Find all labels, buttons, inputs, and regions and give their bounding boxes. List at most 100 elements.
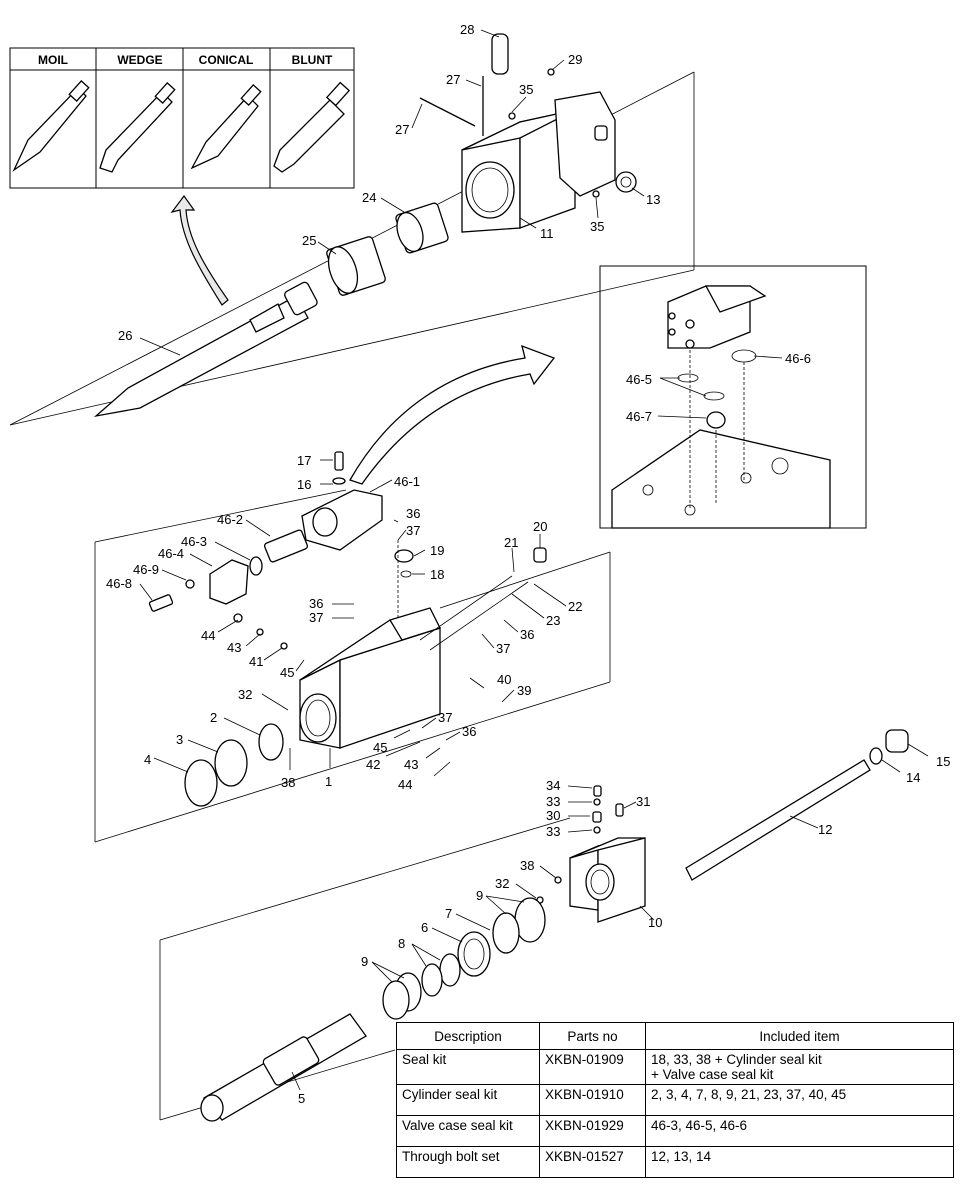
tip-header-wedge: WEDGE [117,53,162,67]
callout-8: 8 [398,936,405,951]
row-included: 46-3, 46-5, 46-6 [645,1115,954,1147]
callout-27: 27 [395,122,409,137]
callout-31: 31 [636,794,650,809]
callout-27: 27 [446,72,460,87]
kit-parts-table: Description Parts no Included item Seal … [396,1022,954,1178]
callout-36: 36 [462,724,476,739]
callout-37: 37 [406,523,420,538]
callout-42: 42 [366,757,380,772]
conical-chisel-drawing [190,84,262,170]
callout-3: 3 [176,732,183,747]
callout-23: 23 [546,613,560,628]
callout-44: 44 [398,777,412,792]
callout-33: 33 [546,794,560,809]
callout-41: 41 [249,654,263,669]
table-row: Seal kit XKBN-01909 18, 33, 38 + Cylinde… [396,1049,954,1085]
tip-reference-arrow [170,194,229,306]
callout-37: 37 [438,710,452,725]
header-included-item: Included item [645,1022,954,1050]
callout-22: 22 [568,599,582,614]
tip-header-conical: CONICAL [199,53,254,67]
callout-46-5: 46-5 [626,372,652,387]
callout-1: 1 [325,774,332,789]
callout-38: 38 [281,775,295,790]
callout-24: 24 [362,190,376,205]
callout-32: 32 [495,876,509,891]
tip-header-blunt: BLUNT [292,53,333,67]
header-parts-no: Parts no [539,1022,646,1050]
callout-15: 15 [936,754,950,769]
moil-chisel-drawing [12,80,90,172]
callout-46-8: 46-8 [106,576,132,591]
callout-43: 43 [227,640,241,655]
cylinder-group [94,451,611,843]
callout-5: 5 [298,1091,305,1106]
callout-46-1: 46-1 [394,474,420,489]
back-head-group [159,729,909,1122]
row-parts-no: XKBN-01929 [539,1115,646,1147]
leader-lines [139,29,929,1091]
callout-29: 29 [568,52,582,67]
row-description: Cylinder seal kit [396,1084,540,1116]
callout-26: 26 [118,328,132,343]
bushings [326,202,449,296]
row-parts-no: XKBN-01910 [539,1084,646,1116]
callout-44: 44 [201,628,215,643]
callout-46-3: 46-3 [181,534,207,549]
row-included: 12, 13, 14 [645,1146,954,1178]
callout-16: 16 [297,477,311,492]
callout-13: 13 [646,192,660,207]
valve-detail-inset [599,265,867,529]
callout-46-2: 46-2 [217,512,243,527]
callout-4: 4 [144,752,151,767]
header-description: Description [396,1022,540,1050]
callout-45: 45 [280,665,294,680]
callout-39: 39 [517,683,531,698]
callout-12: 12 [818,822,832,837]
row-description: Valve case seal kit [396,1115,540,1147]
callout-9: 9 [476,888,483,903]
callout-6: 6 [421,920,428,935]
callout-46-4: 46-4 [158,546,184,561]
row-description: Through bolt set [396,1146,540,1178]
wedge-chisel-drawing [99,82,176,173]
row-parts-no: XKBN-01909 [539,1049,646,1085]
callout-28: 28 [460,22,474,37]
callout-36: 36 [309,596,323,611]
callout-2: 2 [210,710,217,725]
callout-43: 43 [404,757,418,772]
callout-10: 10 [648,915,662,930]
table-row: Through bolt set XKBN-01527 12, 13, 14 [396,1146,954,1178]
table-row: Valve case seal kit XKBN-01929 46-3, 46-… [396,1115,954,1147]
callout-labels: 28 29 27 35 27 13 35 11 24 25 26 46-6 46… [106,22,950,1106]
callout-33: 33 [546,824,560,839]
callout-18: 18 [430,567,444,582]
callout-14: 14 [906,770,920,785]
table-row: Cylinder seal kit XKBN-01910 2, 3, 4, 7,… [396,1084,954,1116]
callout-19: 19 [430,543,444,558]
callout-20: 20 [533,519,547,534]
valve-detail-arrow [349,344,556,485]
tip-header-moil: MOIL [38,53,68,67]
callout-34: 34 [546,778,560,793]
callout-37: 37 [309,610,323,625]
callout-35: 35 [590,219,604,234]
callout-45: 45 [373,740,387,755]
callout-37: 37 [496,641,510,656]
callout-40: 40 [497,672,511,687]
row-description: Seal kit [396,1049,540,1085]
callout-7: 7 [445,906,452,921]
callout-9: 9 [361,954,368,969]
callout-32: 32 [238,687,252,702]
chisel-tool [93,281,318,418]
callout-46-7: 46-7 [626,409,652,424]
callout-25: 25 [302,233,316,248]
row-included: 18, 33, 38 + Cylinder seal kit + Valve c… [645,1049,954,1085]
callout-21: 21 [504,535,518,550]
callout-46-9: 46-9 [133,562,159,577]
callout-36: 36 [406,506,420,521]
row-included: 2, 3, 4, 7, 8, 9, 21, 23, 37, 40, 45 [645,1084,954,1116]
front-head-group [9,33,695,426]
blunt-chisel-drawing [273,81,351,173]
